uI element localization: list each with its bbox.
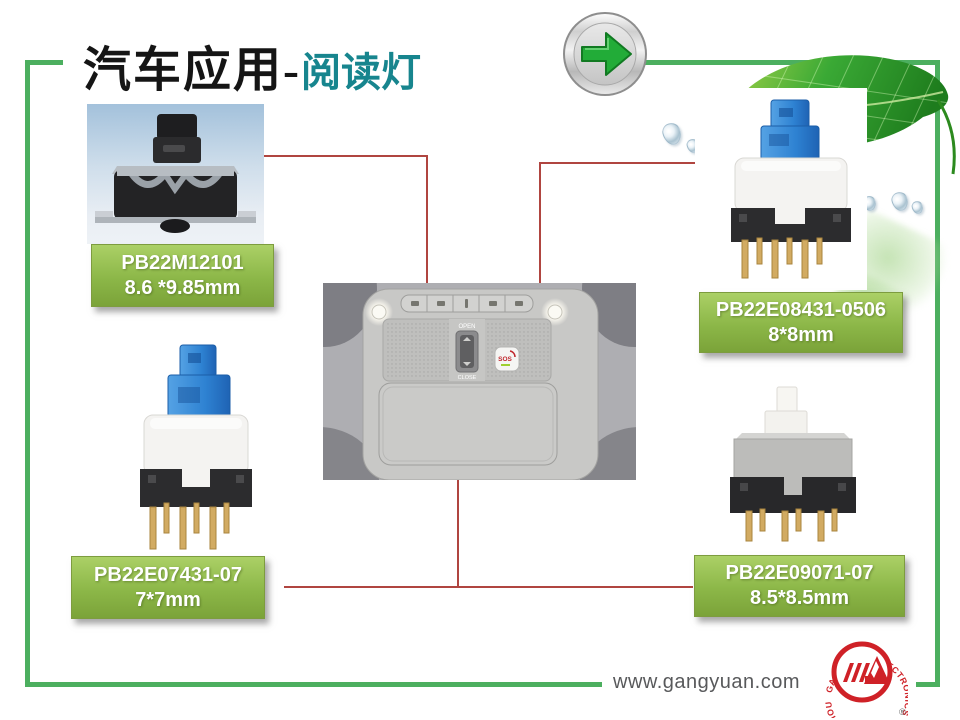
website-url: www.gangyuan.com: [613, 671, 800, 693]
blue-switch-illustration: [731, 99, 851, 279]
product-image-top-left: [87, 104, 264, 244]
product-label-bottom-right: PB22E09071-07 8.5*8.5mm: [694, 555, 905, 617]
product-label-top-right: PB22E08431-0506 8*8mm: [699, 292, 903, 353]
arrow-right-icon: [563, 12, 647, 96]
product-model: PB22E08431-0506: [715, 298, 887, 321]
frame-border-right: [935, 60, 940, 687]
console-sos-label: SOS: [498, 356, 512, 363]
product-size: 8.6 *9.85mm: [124, 276, 241, 299]
product-image-bottom-right: [720, 383, 890, 543]
water-drop-icon: [660, 120, 684, 148]
registered-mark: ®: [899, 707, 906, 717]
console-close-label: CLOSE: [458, 375, 477, 381]
white-switch-illustration: [730, 386, 856, 542]
connector-line: [426, 155, 428, 284]
product-size: 8*8mm: [768, 323, 834, 346]
overhead-console-illustration: OPEN CLOSE SOS: [323, 283, 636, 480]
blue-switch-illustration: [140, 344, 252, 550]
connector-line: [264, 155, 428, 157]
product-image-bottom-left: [110, 335, 275, 553]
product-label-top-left: PB22M12101 8.6 *9.85mm: [91, 244, 274, 307]
connector-line: [457, 480, 459, 588]
product-size: 8.5*8.5mm: [750, 587, 849, 609]
next-slide-button[interactable]: [562, 11, 648, 97]
frame-border-top-right: [645, 60, 940, 65]
connector-line: [539, 162, 541, 284]
black-switch-illustration: [95, 114, 256, 233]
product-size: 7*7mm: [135, 588, 201, 611]
product-model: PB22E07431-07: [94, 563, 242, 586]
connector-line: [539, 162, 704, 164]
product-image-top-right: [695, 88, 867, 290]
console-open-label: OPEN: [458, 324, 475, 330]
product-model: PB22E09071-07: [725, 562, 874, 584]
console-photo: OPEN CLOSE SOS: [323, 283, 636, 480]
product-model: PB22M12101: [121, 251, 244, 274]
water-drop-icon: [910, 199, 925, 216]
company-logo: GANGYUAN ELECTRONICS CO., LTD. WENZHOU ®: [823, 641, 908, 718]
frame-border-bottom-right: [916, 682, 940, 687]
frame-border-top-left: [25, 60, 63, 65]
frame-border-bottom: [25, 682, 602, 687]
connector-line: [284, 586, 693, 588]
logo-emblem-icon: [843, 656, 888, 684]
page-title-main: 汽车应用-: [83, 44, 301, 97]
water-drop-icon: [889, 189, 911, 214]
page-title: 汽车应用-阅读灯: [83, 30, 421, 100]
product-label-bottom-left: PB22E07431-07 7*7mm: [71, 556, 265, 619]
frame-border-left: [25, 60, 30, 687]
page-title-accent: 阅读灯: [301, 50, 421, 95]
